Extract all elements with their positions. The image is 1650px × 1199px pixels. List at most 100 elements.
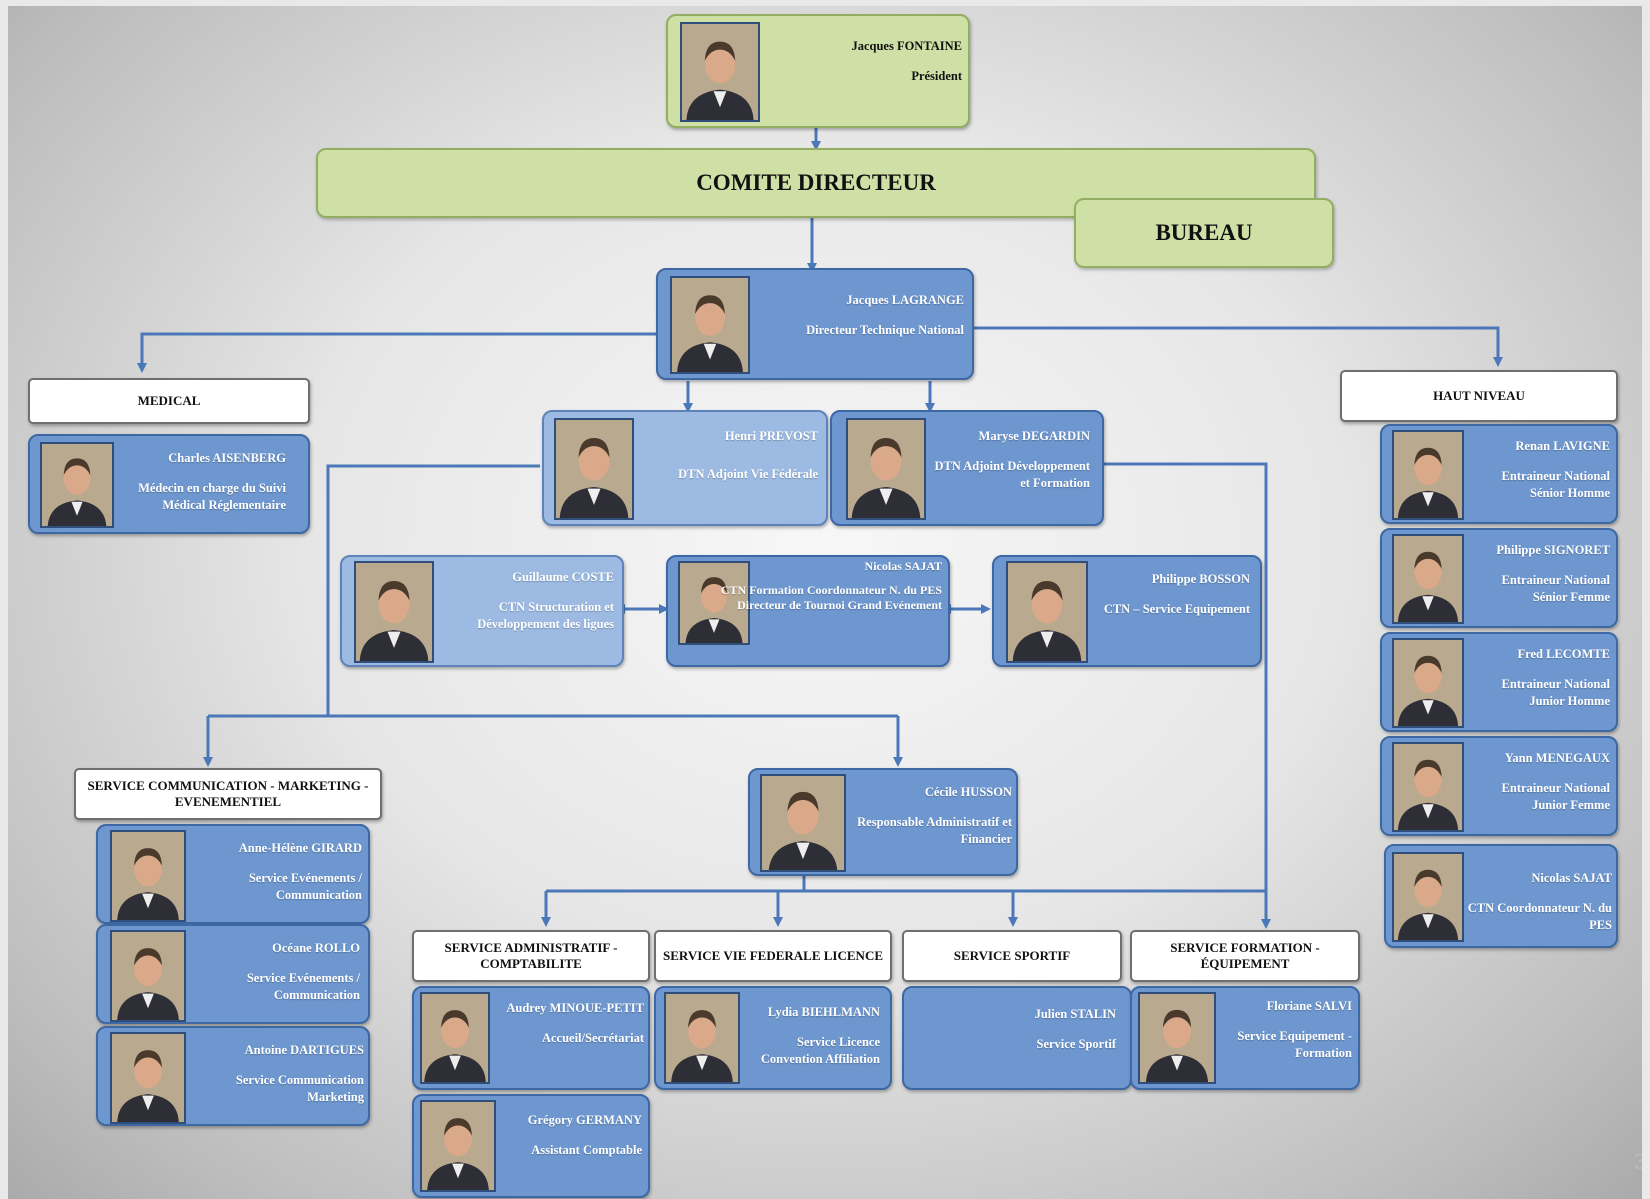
person-name: Philippe SIGNORET	[1496, 543, 1610, 557]
bureau-box: BUREAU	[1074, 198, 1334, 268]
person-name: Grégory GERMANY	[527, 1113, 642, 1127]
portrait-icon	[422, 1102, 494, 1190]
girard-photo	[110, 830, 186, 922]
person-name: Audrey MINOUE-PETIT	[506, 1001, 644, 1015]
person-role: DTN Adjoint Vie Fédérale	[678, 467, 818, 482]
adjoint-card-degardin: Maryse DEGARDIN DTN Adjoint Développemen…	[830, 410, 1104, 526]
person-name: Nicolas SAJAT	[1531, 871, 1612, 885]
person-role: CTN – Service Equipement	[1103, 602, 1250, 617]
service-card: Julien STALIN Service Sportif	[902, 986, 1132, 1090]
degardin-photo	[846, 418, 926, 520]
haut-niveau-card: Renan LAVIGNE Entraineur National Sénior…	[1380, 424, 1618, 524]
communication-card: Océane ROLLO Service Evénements / Commun…	[96, 924, 370, 1024]
service-card: Lydia BIEHLMANN Service Licence Conventi…	[654, 986, 892, 1090]
portrait-icon	[112, 1034, 184, 1122]
portrait-icon	[1394, 536, 1462, 622]
ctn-card-sajat: Nicolas SAJAT CTN Formation Coordonnateu…	[666, 555, 950, 667]
portrait-icon	[1008, 563, 1086, 661]
person-role: Entraineur National Sénior Homme	[1501, 469, 1610, 500]
menegaux-photo	[1392, 742, 1464, 832]
person-role: Service Evénements / Communication	[248, 871, 362, 902]
portrait-icon	[682, 24, 758, 120]
person-role: Assistant Comptable	[531, 1143, 642, 1158]
person-role: Directeur Technique National	[806, 323, 964, 338]
portrait-icon	[680, 563, 748, 643]
husson-photo	[760, 774, 846, 872]
portrait-icon	[762, 776, 844, 870]
lecomte-photo	[1392, 638, 1464, 728]
signoret-photo	[1392, 534, 1464, 624]
haut-niveau-card: Philippe SIGNORET Entraineur National Sé…	[1380, 528, 1618, 628]
person-name: Charles AISENBERG	[168, 451, 286, 465]
portrait-icon	[672, 278, 748, 372]
salvi-photo	[1138, 992, 1216, 1084]
person-name: Jacques FONTAINE	[851, 39, 962, 53]
person-role: CTN Coordonnateur N. du PES	[1467, 901, 1612, 932]
portrait-icon	[1394, 744, 1462, 830]
portrait-icon	[1394, 640, 1462, 726]
communication-label: SERVICE COMMUNICATION - MARKETING - EVEN…	[74, 768, 382, 820]
person-name: Floriane SALVI	[1266, 999, 1352, 1013]
haut-niveau-card: Fred LECOMTE Entraineur National Junior …	[1380, 632, 1618, 732]
communication-card: Antoine DARTIGUES Service Communication …	[96, 1026, 370, 1126]
person-name: Julien STALIN	[1034, 1007, 1116, 1021]
dtn-photo	[670, 276, 750, 374]
person-role: Médecin en charge du Suivi Médical Régle…	[138, 481, 286, 512]
dtn-card: Jacques LAGRANGE Directeur Technique Nat…	[656, 268, 974, 380]
person-role: Entraineur National Junior Femme	[1501, 781, 1610, 812]
person-role: Entraineur National Sénior Femme	[1501, 573, 1610, 604]
service-card: Grégory GERMANY Assistant Comptable	[412, 1094, 650, 1198]
person-role: Service Licence Convention Affiliation	[760, 1035, 880, 1066]
person-role: Accueil/Secrétariat	[541, 1031, 644, 1046]
person-role: CTN Structuration et Développement des l…	[477, 600, 614, 631]
dartigues-photo	[110, 1032, 186, 1124]
person-role: CTN Formation Coordonnateur N. du PES Di…	[720, 582, 942, 613]
communication-card: Anne-Hélène GIRARD Service Evénements / …	[96, 824, 370, 924]
portrait-icon	[42, 444, 112, 526]
medical-card: Charles AISENBERG Médecin en charge du S…	[28, 434, 310, 534]
haut-niveau-card: Nicolas SAJAT CTN Coordonnateur N. du PE…	[1384, 844, 1618, 948]
person-role: Service Equipement - Formation	[1237, 1029, 1352, 1060]
service-card: Audrey MINOUE-PETIT Accueil/Secrétariat	[412, 986, 650, 1090]
rollo-photo	[110, 930, 186, 1022]
person-role: Président	[911, 69, 962, 84]
haut-niveau-label: HAUT NIVEAU	[1340, 370, 1618, 422]
org-chart: Jacques FONTAINE Président COMITE DIRECT…	[8, 6, 1642, 1199]
person-name: Océane ROLLO	[272, 941, 360, 955]
person-role: Service Sportif	[1036, 1037, 1117, 1052]
person-name: Guillaume COSTE	[512, 570, 614, 584]
person-name: Cécile HUSSON	[924, 785, 1012, 799]
portrait-icon	[1394, 854, 1462, 940]
person-name: Lydia BIEHLMANN	[767, 1005, 880, 1019]
person-role: Responsable Administratif et Financier	[857, 815, 1012, 846]
person-name: Maryse DEGARDIN	[978, 429, 1090, 443]
portrait-icon	[422, 994, 488, 1082]
germany-photo	[420, 1100, 496, 1192]
sajat-hn-photo	[1392, 852, 1464, 942]
service-label: SERVICE VIE FEDERALE LICENCE	[654, 930, 892, 982]
admin-head-card: Cécile HUSSON Responsable Administratif …	[748, 768, 1018, 876]
portrait-icon	[112, 832, 184, 920]
person-name: Fred LECOMTE	[1517, 647, 1610, 661]
person-role: DTN Adjoint Développement et Formation	[934, 459, 1090, 490]
ctn-card-bosson: Philippe BOSSON CTN – Service Equipement	[992, 555, 1262, 667]
president-photo	[680, 22, 760, 122]
bosson-photo	[1006, 561, 1088, 663]
minoue-petit-photo	[420, 992, 490, 1084]
service-label: SERVICE SPORTIF	[902, 930, 1122, 982]
person-name: Renan LAVIGNE	[1515, 439, 1610, 453]
coste-photo	[354, 561, 434, 663]
person-name: Philippe BOSSON	[1151, 572, 1250, 586]
person-role: Service Communication Marketing	[235, 1073, 364, 1104]
ctn-card-coste: Guillaume COSTE CTN Structuration et Dév…	[340, 555, 624, 667]
person-name: Antoine DARTIGUES	[244, 1043, 364, 1057]
portrait-icon	[848, 420, 924, 518]
portrait-icon	[556, 420, 632, 518]
bureau-label: BUREAU	[1155, 220, 1253, 245]
portrait-icon	[112, 932, 184, 1020]
portrait-icon	[666, 994, 738, 1082]
service-label: SERVICE ADMINISTRATIF - COMPTABILITE	[412, 930, 650, 982]
biehlmann-photo	[664, 992, 740, 1084]
person-role: Entraineur National Junior Homme	[1501, 677, 1610, 708]
page-number: 3	[1633, 1149, 1642, 1174]
